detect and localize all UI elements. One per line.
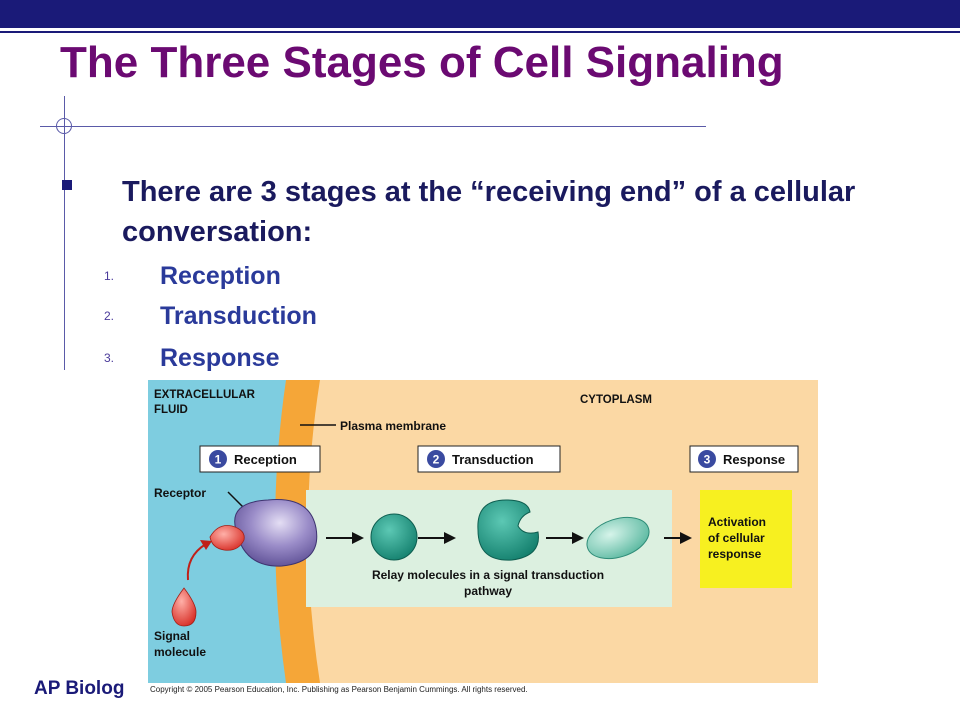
stage-number: 3. — [104, 351, 115, 365]
top-bar — [0, 0, 960, 28]
top-bar-stripe — [0, 28, 960, 32]
decorative-vertical-line — [64, 96, 65, 370]
stage-badge-icon — [427, 450, 445, 468]
relay-molecule-oval — [586, 516, 650, 560]
slide-title: The Three Stages of Cell Signaling — [60, 38, 784, 87]
receptor-pointer-line — [227, 491, 245, 509]
stage-label: Transduction — [160, 301, 317, 330]
binding-curved-arrow — [186, 543, 207, 581]
receptor-label: Receptor — [154, 486, 206, 500]
stage-label: Response — [160, 343, 280, 372]
stage-badge-icon — [698, 450, 716, 468]
signal-molecule — [171, 587, 197, 627]
stage-list-item-transduction: 2. Transduction — [104, 298, 317, 334]
square-bullet-icon — [62, 180, 72, 190]
relay-molecule-sphere — [370, 513, 418, 561]
relay-arrow-1 — [326, 532, 364, 544]
relay-arrow-4 — [664, 532, 692, 544]
stage-box-reception: 1 Reception — [199, 445, 321, 473]
stage-box-label: Response — [723, 452, 785, 467]
relay-caption-line1: Relay molecules in a signal transduction — [372, 568, 604, 582]
copyright-notice: Copyright © 2005 Pearson Education, Inc.… — [150, 685, 528, 694]
plasma-membrane-label: Plasma membrane — [340, 419, 446, 433]
activation-line3: response — [708, 547, 762, 561]
stage-badge-number: 3 — [704, 453, 711, 467]
stage-box-response: 3 Response — [689, 445, 799, 473]
stage-badge-icon — [209, 450, 227, 468]
extracellular-label-line2: FLUID — [154, 404, 188, 416]
crosshair-circle-icon — [56, 118, 72, 134]
binding-arrowhead — [200, 540, 212, 550]
activation-box — [700, 490, 792, 588]
decorative-horizontal-line — [40, 126, 706, 127]
stage-number: 1. — [104, 269, 115, 283]
bound-signal-molecule — [209, 525, 245, 551]
relay-molecule-kidney — [477, 499, 539, 561]
stage-badge-number: 2 — [433, 453, 440, 467]
stage-list-item-reception: 1. Reception — [104, 258, 281, 294]
relay-arrow-2 — [418, 532, 456, 544]
top-bar-line — [0, 31, 960, 33]
bullet-text: There are 3 stages at the “receiving end… — [122, 176, 856, 248]
relay-arrow-3 — [546, 532, 584, 544]
extracellular-label-line1: EXTRACELLULAR — [154, 389, 256, 401]
activation-line1: Activation — [708, 515, 766, 529]
stage-box-label: Transduction — [452, 452, 534, 467]
signal-label-line1: Signal — [154, 629, 190, 643]
stage-label: Reception — [160, 261, 281, 290]
footer-course-label: AP Biolog — [34, 678, 125, 699]
stage-number: 2. — [104, 309, 115, 323]
receptor-protein — [234, 499, 318, 567]
relay-caption-line2: pathway — [464, 584, 512, 598]
stage-box-transduction: 2 Transduction — [417, 445, 561, 473]
cytoplasm-label: CYTOPLASM — [580, 394, 652, 406]
stage-list-item-response: 3. Response — [104, 340, 279, 376]
cell-signaling-figure: EXTRACELLULAR FLUID CYTOPLASM Plasma mem… — [148, 380, 818, 683]
stage-box-label: Reception — [234, 452, 297, 467]
activation-line2: of cellular — [708, 531, 765, 545]
stage-badge-number: 1 — [215, 453, 222, 467]
signal-label-line2: molecule — [154, 645, 206, 659]
